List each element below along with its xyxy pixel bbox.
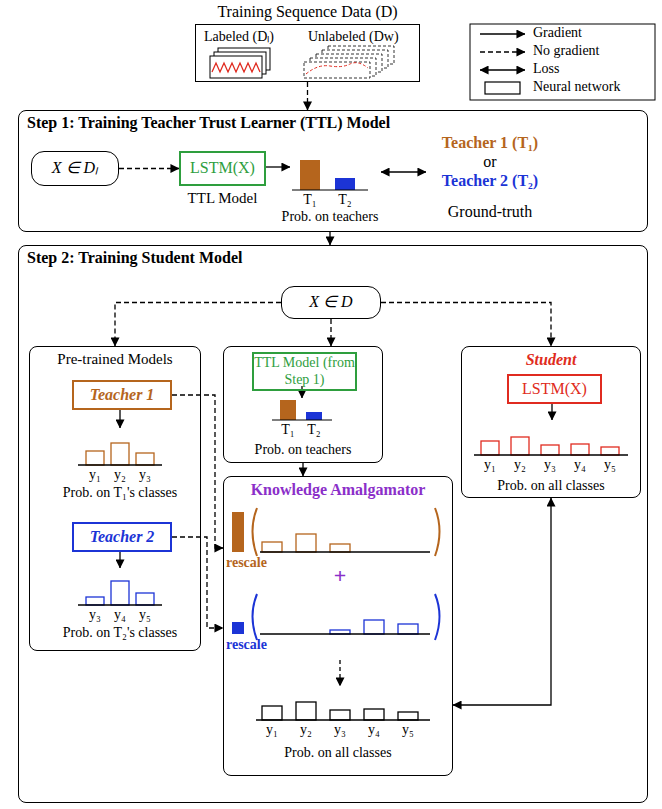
input-box: X ∈ D xyxy=(281,286,381,319)
step1-chart xyxy=(265,160,426,190)
chart-label: y₂ xyxy=(114,467,126,483)
connector-arrow xyxy=(330,319,331,346)
legend-text: Neural network xyxy=(533,79,620,95)
amalgamator-drawing xyxy=(232,508,440,720)
node-title: Teacher 1 xyxy=(74,386,170,404)
node-title: Step 2: Training Student Model xyxy=(27,249,242,267)
chart-label: or xyxy=(483,153,496,171)
lstm-box: LSTM(X) xyxy=(507,374,602,404)
data-box: Training Sequence Data (D)Labeled (Dₗ)Un… xyxy=(195,24,420,82)
input-box: X ∈ Dₗ xyxy=(31,151,119,186)
chart-label: y₄ xyxy=(368,722,380,738)
chart-label: y₁ xyxy=(266,722,278,738)
connector-arrow xyxy=(302,463,303,476)
chart-label: y₃ xyxy=(544,457,556,473)
chart-label: Prob. on T₁'s classes xyxy=(63,485,177,501)
node-title: Prob. on teachers xyxy=(224,442,382,458)
node-title: LSTM(X) xyxy=(181,159,264,177)
student-panel: StudentProb. on all classes LSTM(X) xyxy=(461,346,641,498)
legend-text: No gradient xyxy=(533,43,599,59)
chart-label: y₂ xyxy=(514,457,526,473)
chart-label: T₂ xyxy=(307,422,320,438)
node-caption: TTL Model xyxy=(181,190,264,207)
node-title: Student xyxy=(462,351,640,369)
node-title: X ∈ Dₗ xyxy=(32,159,118,177)
chart-label: y₂ xyxy=(300,722,312,738)
model-panel: Prob. on teachers TTL Model (from Step 1) xyxy=(223,346,383,463)
legend-text: Gradient xyxy=(533,25,582,41)
connector-arrow xyxy=(453,498,551,705)
chart-label: T₂ xyxy=(338,192,351,208)
connector-arrow xyxy=(307,82,308,110)
node-caption: Unlabeled (Dw) xyxy=(308,29,399,45)
node-title: Knowledge Amalgamator xyxy=(224,481,452,499)
chart-label: Prob. on T₂'s classes xyxy=(63,625,177,641)
chart-label: y₁ xyxy=(484,457,496,473)
unlabeled-data-stack xyxy=(304,46,394,78)
node-caption: Prob. on all classes xyxy=(224,745,452,761)
chart-label: y₄ xyxy=(574,457,586,473)
student-chart xyxy=(474,402,628,455)
chart-label: y₃ xyxy=(334,722,346,738)
labeled-data-stack xyxy=(210,48,270,78)
node-title: TTL Model (from Step 1) xyxy=(254,355,355,387)
teacher-charts xyxy=(78,408,162,605)
chart-label: y₁ xyxy=(89,467,101,483)
chart-label: y₅ xyxy=(402,722,414,738)
chart-label: T₁ xyxy=(281,422,294,438)
chart-label: Teacher 1 (T₁) xyxy=(442,134,538,152)
chart-label: y₅ xyxy=(139,607,151,623)
teacher-box: Teacher 2 xyxy=(72,522,172,552)
chart-label: Ground-truth xyxy=(448,203,532,221)
chart-label: y₃ xyxy=(139,467,151,483)
ttl-chart xyxy=(272,386,332,420)
lstm-box: LSTM(X)TTL Model xyxy=(179,151,266,186)
node-caption: Labeled (Dₗ) xyxy=(204,29,274,45)
legend-text: Loss xyxy=(533,61,559,77)
connector-arrow xyxy=(115,303,281,347)
chart-label: Teacher 2 (T₂) xyxy=(442,172,538,190)
connector-arrow xyxy=(119,168,179,169)
chart-label: rescale xyxy=(226,637,267,653)
ttl-box: TTL Model (from Step 1) xyxy=(252,352,357,391)
chart-label: T₁ xyxy=(303,192,316,208)
node-title: X ∈ D xyxy=(282,293,380,311)
teacher-box: Teacher 1 xyxy=(72,380,172,410)
chart-label: y₄ xyxy=(114,607,126,623)
chart-label: y₃ xyxy=(89,607,101,623)
chart-label: y₅ xyxy=(604,457,616,473)
step-panel: Step 2: Training Student Model X ∈ D Pre-t… xyxy=(18,245,648,803)
chart-label: rescale xyxy=(226,555,267,571)
legend-box xyxy=(470,24,655,100)
connector-arrow xyxy=(172,395,223,548)
connector-arrow xyxy=(381,303,551,347)
connector-arrow xyxy=(329,232,330,245)
connector-arrow xyxy=(172,537,223,628)
node-title: Training Sequence Data (D) xyxy=(196,3,419,21)
node-title: Teacher 2 xyxy=(74,528,170,546)
node-title: Pre-trained Models xyxy=(30,351,200,368)
chart-label: Prob. on teachers xyxy=(282,209,379,225)
node-title: Step 1: Training Teacher Trust Learner (… xyxy=(27,114,390,132)
chart-label: + xyxy=(334,563,347,588)
node-title: LSTM(X) xyxy=(509,380,600,398)
node-caption: Prob. on all classes xyxy=(462,478,640,494)
